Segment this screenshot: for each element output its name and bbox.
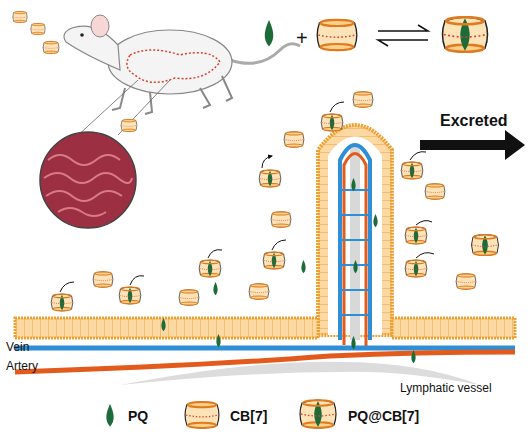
pq-cb7-complex (119, 287, 141, 304)
rat-head (64, 26, 120, 70)
pq-molecule (265, 20, 274, 47)
pq-molecule (301, 260, 305, 273)
legend-cb7-sample (185, 402, 219, 428)
pq-molecule (213, 282, 217, 295)
cb7-capsule (353, 92, 373, 107)
pq-molecule (373, 214, 377, 227)
plus-sign: + (296, 27, 308, 49)
intestine-folds (44, 155, 132, 216)
cb7-capsule (425, 184, 445, 199)
pq-cb7-complex (405, 227, 427, 244)
pq-cb7-complex (472, 235, 499, 256)
pq-cb7-complex (405, 260, 427, 277)
cb7-capsule (31, 23, 45, 34)
legend-complex-sample (300, 400, 336, 428)
pq-molecule (411, 350, 415, 363)
pq-cb7-complex (401, 162, 423, 179)
cb7-capsule (284, 132, 304, 147)
pq-cb7-complex (51, 294, 73, 311)
capillary-network (340, 190, 370, 315)
vein (15, 346, 515, 351)
pq-cb7-complex (443, 17, 488, 52)
pq-molecule (216, 334, 220, 347)
cb7-capsule (121, 119, 137, 131)
release-arrows (60, 102, 434, 292)
cb7-capsule (13, 11, 27, 22)
epithelium (15, 318, 318, 338)
capsules-field (51, 92, 498, 364)
epithelium (392, 318, 515, 338)
label: Lymphatic vessel (400, 382, 492, 395)
label: Excreted (440, 112, 508, 130)
lacteal (350, 145, 360, 340)
legend-label: PQ@CB[7] (348, 409, 419, 424)
cb7-capsule (271, 212, 291, 227)
cb7-capsule (249, 284, 269, 299)
pq-molecule (351, 336, 355, 349)
rat-tail (230, 44, 300, 64)
pq-molecule (353, 260, 357, 273)
zoom-lines (75, 80, 170, 138)
rat-body (108, 30, 232, 94)
legend-label: CB[7] (230, 409, 267, 424)
pq-molecule (351, 178, 355, 191)
pq-cb7-complex (259, 170, 281, 187)
rat-eye (80, 33, 84, 37)
cb7-capsule (317, 20, 357, 51)
intestine-circle (40, 132, 136, 228)
cb7-capsule (93, 272, 113, 287)
pq-cb7-complex (199, 260, 221, 277)
cb7-capsule (179, 290, 199, 305)
artery (15, 352, 515, 372)
equilibrium-back (378, 40, 428, 46)
legend-pq-sample (106, 404, 113, 427)
rat (64, 15, 300, 114)
intestine-outline (127, 50, 220, 82)
excreted-arrow (420, 130, 525, 160)
pq-molecule (161, 318, 165, 331)
legend-label: PQ (128, 409, 148, 424)
pq-cb7-complex (321, 114, 343, 131)
rat-ear (91, 15, 109, 37)
capillary-artery (344, 154, 366, 351)
equilibrium-forward (378, 25, 428, 31)
rat-legs (112, 76, 232, 114)
intestine-zoom (40, 132, 136, 228)
cb7-capsule (456, 274, 476, 289)
cb7-capsule (43, 41, 59, 53)
label: Artery (6, 360, 38, 373)
label: Vein (6, 341, 29, 354)
pq-cb7-complex (263, 252, 285, 269)
